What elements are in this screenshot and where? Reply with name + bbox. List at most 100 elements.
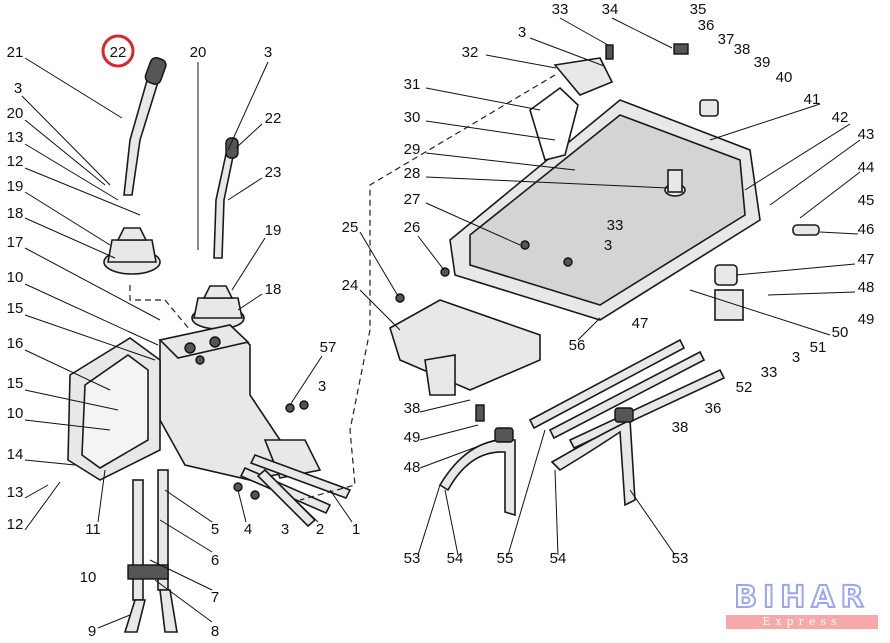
callout-label: 15 bbox=[7, 375, 24, 392]
callout-label: 56 bbox=[569, 337, 586, 354]
callout-label: 4 bbox=[244, 521, 252, 538]
callout-label: 11 bbox=[85, 521, 101, 538]
callout-label: 22 bbox=[265, 110, 282, 127]
shift-fork-left bbox=[438, 427, 516, 517]
callout-label: 49 bbox=[404, 429, 421, 446]
shift-rails-left bbox=[239, 454, 352, 528]
callout-label: 30 bbox=[404, 109, 421, 126]
callout-label: 20 bbox=[190, 44, 207, 61]
callout-label: 41 bbox=[804, 91, 821, 108]
lever-boot-upper bbox=[103, 227, 161, 275]
callout-label: 13 bbox=[7, 129, 24, 146]
callout-label: 34 bbox=[602, 1, 619, 18]
callout-label: 3 bbox=[604, 237, 612, 254]
callout-label: 48 bbox=[404, 459, 421, 476]
callout-label: 39 bbox=[754, 54, 771, 71]
left-labels: 21 22 20 3 3 20 13 12 19 18 17 22 23 19 … bbox=[7, 34, 360, 640]
callout-label: 42 bbox=[832, 109, 849, 126]
shift-fork-right bbox=[550, 407, 636, 507]
callout-label: 36 bbox=[705, 400, 722, 417]
callout-label: 36 bbox=[698, 17, 715, 34]
callout-label: 1 bbox=[352, 521, 360, 538]
callout-label: 28 bbox=[404, 165, 421, 182]
callout-label: 17 bbox=[7, 234, 24, 251]
gearbox-housing bbox=[158, 324, 322, 481]
callout-label: 48 bbox=[858, 279, 875, 296]
callout-label: 51 bbox=[810, 339, 827, 356]
callout-label: 19 bbox=[265, 222, 282, 239]
callout-label: 5 bbox=[211, 521, 219, 538]
bracket-plate bbox=[553, 57, 614, 96]
callout-label: 33 bbox=[607, 217, 624, 234]
callout-label: 43 bbox=[858, 126, 875, 143]
callout-label: 18 bbox=[265, 281, 282, 298]
leader-lines bbox=[21, 17, 861, 629]
callout-label: 7 bbox=[211, 589, 219, 606]
callout-label: 57 bbox=[320, 339, 337, 356]
callout-label: 38 bbox=[734, 41, 751, 58]
lever-boot-right bbox=[191, 285, 245, 330]
logo-subtitle: Express bbox=[726, 615, 878, 629]
callout-label-highlighted[interactable]: 22 bbox=[110, 44, 127, 61]
callout-label: 31 bbox=[404, 76, 421, 93]
callout-label: 38 bbox=[404, 400, 421, 417]
callout-label: 3 bbox=[281, 521, 289, 538]
interlock-bracket bbox=[389, 299, 541, 396]
callout-label: 6 bbox=[211, 552, 219, 569]
callout-label: 50 bbox=[832, 324, 849, 341]
callout-label: 3 bbox=[264, 44, 272, 61]
callout-label: 53 bbox=[672, 550, 689, 567]
gear-lever-main bbox=[123, 56, 167, 196]
callout-label: 12 bbox=[7, 153, 24, 170]
callout-label: 26 bbox=[404, 219, 421, 236]
callout-label: 32 bbox=[462, 44, 479, 61]
callout-label: 53 bbox=[404, 550, 421, 567]
callout-label: 49 bbox=[858, 311, 875, 328]
callout-label: 9 bbox=[88, 623, 96, 640]
shift-linkage bbox=[123, 469, 178, 633]
callout-label: 33 bbox=[552, 1, 569, 18]
callout-label: 18 bbox=[7, 205, 24, 222]
callout-label: 44 bbox=[858, 159, 875, 176]
callout-label: 3 bbox=[14, 80, 22, 97]
callout-label: 47 bbox=[632, 315, 649, 332]
callout-label: 2 bbox=[316, 521, 324, 538]
callout-label: 52 bbox=[736, 379, 753, 396]
callout-label: 54 bbox=[447, 550, 464, 567]
watermark-logo: BIHAR Express bbox=[724, 580, 880, 631]
callout-label: 47 bbox=[858, 251, 875, 268]
gasket bbox=[529, 86, 579, 161]
callout-label: 21 bbox=[7, 44, 24, 61]
callout-label: 15 bbox=[7, 300, 24, 317]
callout-label: 46 bbox=[858, 221, 875, 238]
callout-label: 3 bbox=[518, 24, 526, 41]
callout-label: 54 bbox=[550, 550, 567, 567]
callout-label: 3 bbox=[792, 349, 800, 366]
callout-label: 40 bbox=[776, 69, 793, 86]
callout-label: 33 bbox=[761, 364, 778, 381]
callout-label: 29 bbox=[404, 141, 421, 158]
callout-label: 35 bbox=[690, 1, 707, 18]
highlight-circle bbox=[101, 34, 135, 68]
callout-label: 45 bbox=[858, 192, 875, 209]
callout-label: 20 bbox=[7, 105, 24, 122]
shift-rails-right bbox=[528, 338, 726, 450]
callout-label: 37 bbox=[718, 31, 735, 48]
callout-label: 23 bbox=[265, 164, 282, 181]
callout-label: 38 bbox=[672, 419, 689, 436]
callout-label: 8 bbox=[211, 623, 219, 640]
callout-label: 12 bbox=[7, 516, 24, 533]
gear-lever-secondary bbox=[213, 137, 239, 259]
callout-label: 13 bbox=[7, 484, 24, 501]
bolts bbox=[395, 43, 820, 422]
right-labels: 33 34 35 36 3 37 32 38 39 40 31 41 30 42… bbox=[342, 1, 875, 567]
callout-label: 24 bbox=[342, 277, 359, 294]
callout-label: 16 bbox=[7, 335, 24, 352]
callout-label: 3 bbox=[318, 378, 326, 395]
callout-label: 27 bbox=[404, 191, 421, 208]
callout-label: 10 bbox=[7, 405, 24, 422]
callout-label: 10 bbox=[7, 269, 24, 286]
logo-title: BIHAR bbox=[733, 580, 870, 615]
